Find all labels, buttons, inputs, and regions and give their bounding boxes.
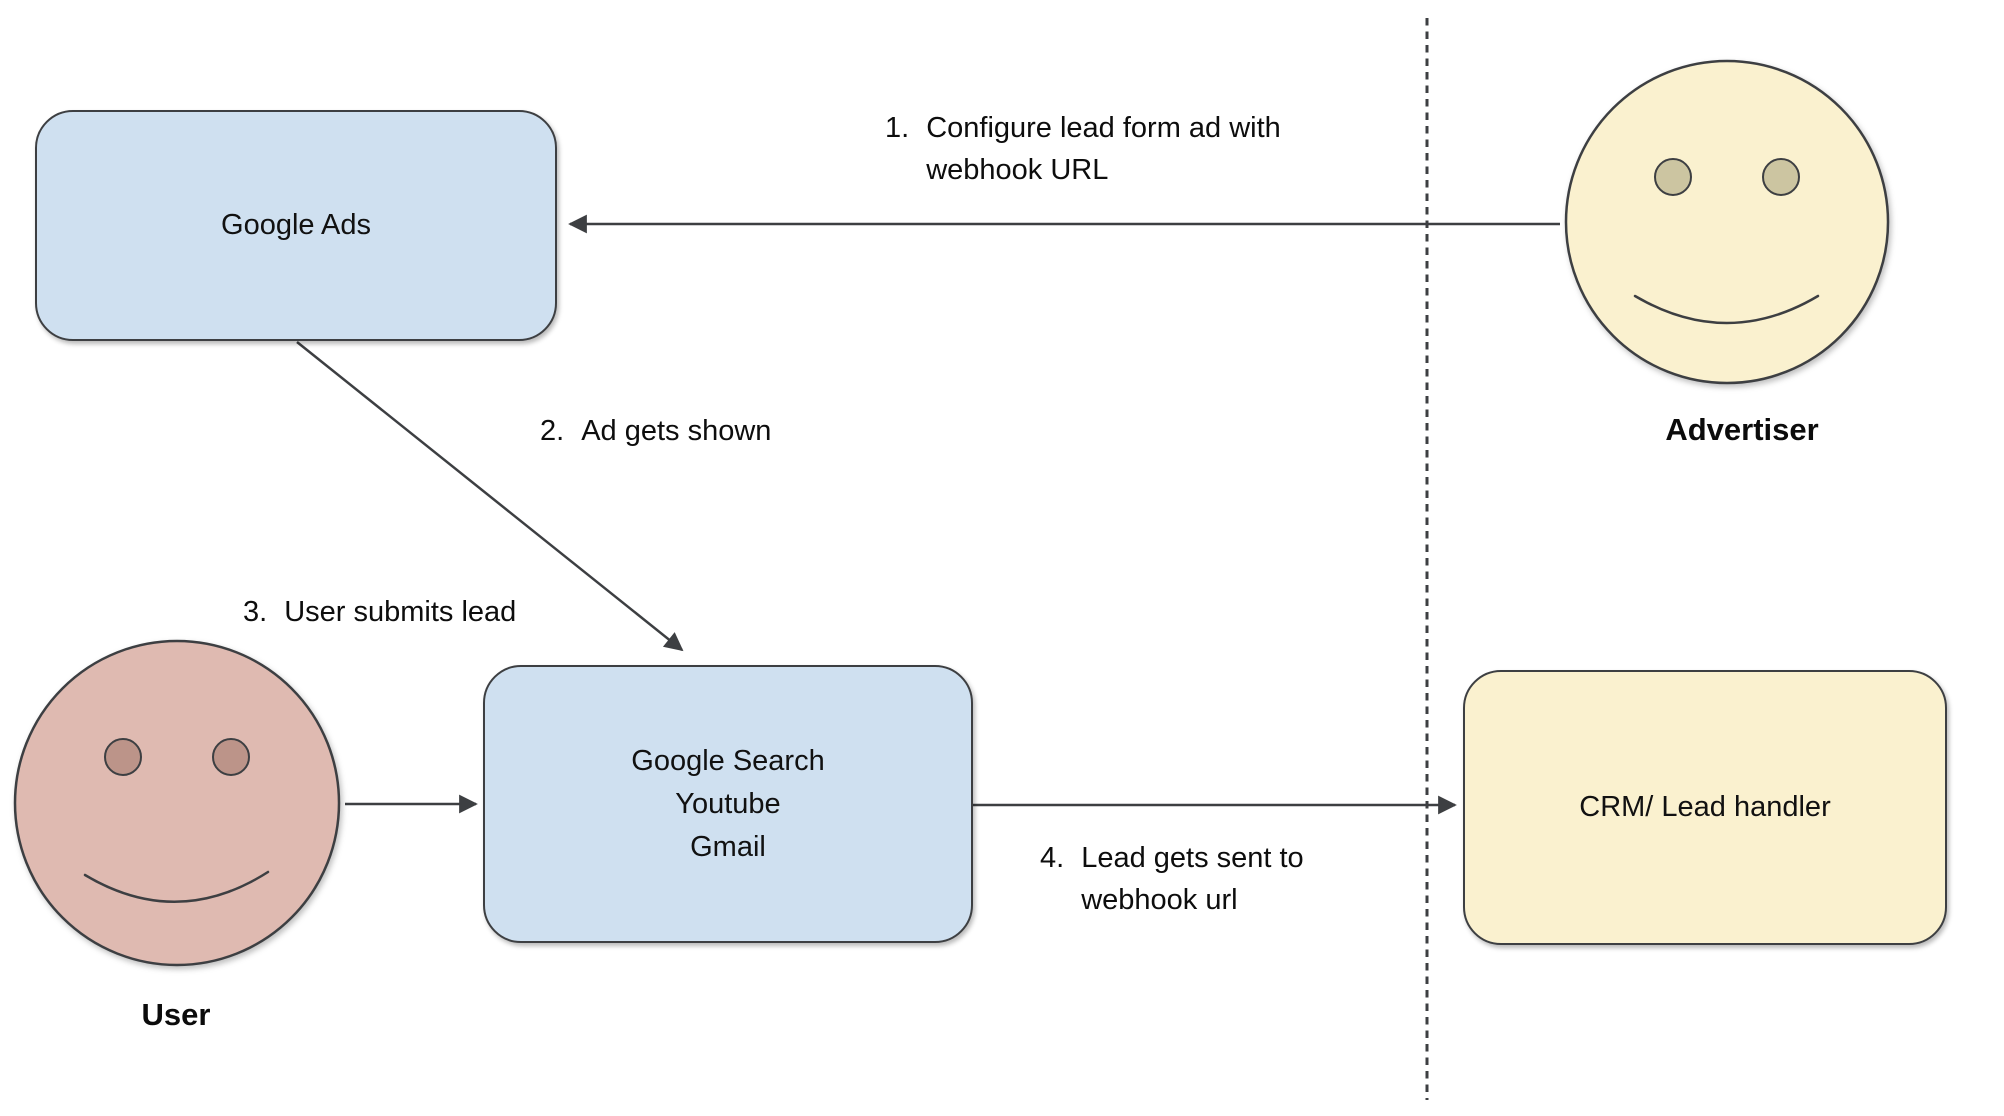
step-1-annotation: 1. Configure lead form ad with webhook U…: [885, 107, 1281, 191]
arrow-google-ads-to-surfaces: [296, 341, 684, 652]
advertiser-face-icon: [1564, 59, 1890, 385]
user-label: User: [141, 997, 211, 1032]
step-1-text-line: webhook URL: [926, 154, 1109, 186]
node-google-ads: Google Ads: [35, 110, 557, 341]
step-4-text-line: webhook url: [1081, 884, 1238, 916]
step-1-number: 1.: [885, 112, 910, 144]
step-4-text-line: Lead gets sent to: [1081, 842, 1304, 874]
step-3-number: 3.: [243, 596, 268, 628]
step-3-text-line: User submits lead: [284, 596, 517, 628]
node-surfaces-line: Google Search: [631, 744, 825, 777]
step-2-text-line: Ad gets shown: [581, 415, 772, 447]
node-surfaces-line: Youtube: [675, 787, 781, 820]
step-4-number: 4.: [1040, 842, 1065, 874]
node-surfaces-line: Gmail: [690, 830, 766, 863]
step-2-annotation: 2. Ad gets shown: [540, 410, 771, 452]
node-google-ads-label: Google Ads: [221, 209, 371, 241]
node-crm-label: CRM/ Lead handler: [1579, 791, 1831, 823]
node-crm-lead-handler: CRM/ Lead handler: [1463, 670, 1947, 945]
user-face-icon: [13, 639, 341, 967]
step-4-annotation: 4. Lead gets sent to webhook url: [1040, 837, 1304, 921]
step-1-text-line: Configure lead form ad with: [926, 112, 1281, 144]
step-3-annotation: 3. User submits lead: [243, 591, 516, 633]
node-google-surfaces: Google Search Youtube Gmail: [483, 665, 973, 943]
advertiser-label: Advertiser: [1665, 412, 1819, 447]
step-2-number: 2.: [540, 415, 565, 447]
